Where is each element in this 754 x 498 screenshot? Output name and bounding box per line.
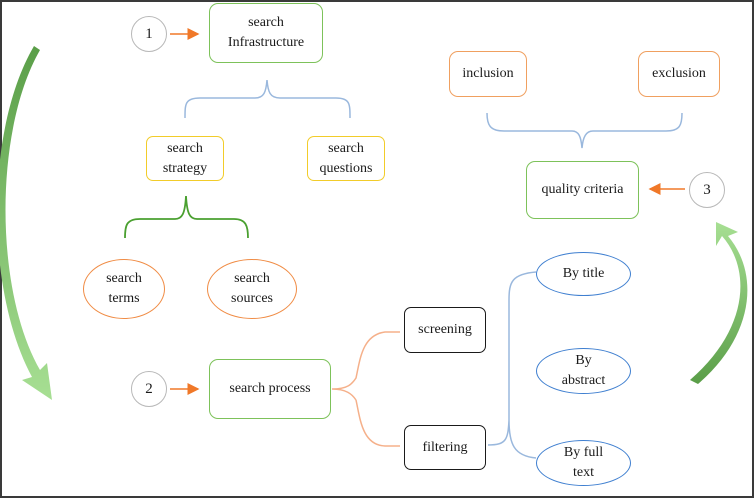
curved-arrow-left xyxy=(0,46,52,400)
search-questions-box: search questions xyxy=(307,136,385,181)
search-sources-ellipse: search sources xyxy=(207,259,297,319)
inclusion-box: inclusion xyxy=(449,51,527,97)
brace-process xyxy=(331,331,400,447)
brace-strategy xyxy=(124,195,249,239)
screening-box: screening xyxy=(404,307,486,353)
search-infrastructure-box: search Infrastructure xyxy=(209,3,323,63)
search-process-box: search process xyxy=(209,359,331,419)
by-abstract-ellipse: By abstract xyxy=(536,348,631,394)
step1-circle: 1 xyxy=(131,16,167,52)
brace-criteria xyxy=(486,112,683,149)
search-strategy-box: search strategy xyxy=(146,136,224,181)
curved-arrow-right xyxy=(690,222,748,384)
brace-infrastructure xyxy=(184,79,351,119)
brace-filtering xyxy=(487,271,537,459)
filtering-box: filtering xyxy=(404,425,486,470)
step3-circle: 3 xyxy=(689,172,725,208)
exclusion-box: exclusion xyxy=(638,51,720,97)
by-full-text-ellipse: By full text xyxy=(536,440,631,486)
by-title-ellipse: By title xyxy=(536,252,631,296)
quality-criteria-box: quality criteria xyxy=(526,161,639,219)
search-terms-ellipse: search terms xyxy=(83,259,165,319)
step2-circle: 2 xyxy=(131,371,167,407)
